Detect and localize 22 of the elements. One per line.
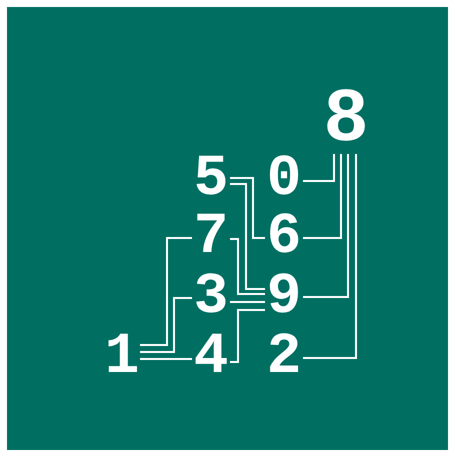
digit: 6	[266, 209, 302, 267]
connector-line	[230, 183, 265, 290]
digit: 1	[104, 329, 140, 387]
connector-line	[230, 238, 265, 295]
digit: 0	[266, 151, 302, 209]
connector-line	[140, 237, 192, 346]
connector-line	[140, 358, 192, 360]
digit: 9	[266, 269, 302, 327]
connector-line	[303, 154, 335, 182]
digit: 5	[194, 151, 228, 209]
digit: 2	[266, 329, 302, 387]
digit: 4	[194, 329, 228, 387]
connector-line	[230, 177, 265, 239]
connector-line	[303, 154, 342, 239]
connector-line	[303, 154, 357, 359]
digit: 8	[323, 82, 369, 158]
connector-line	[140, 297, 192, 353]
connector-line	[303, 154, 349, 298]
digit: 7	[194, 209, 228, 267]
connector-line	[230, 309, 265, 363]
digit: 3	[194, 269, 228, 327]
connector-line	[230, 301, 265, 303]
